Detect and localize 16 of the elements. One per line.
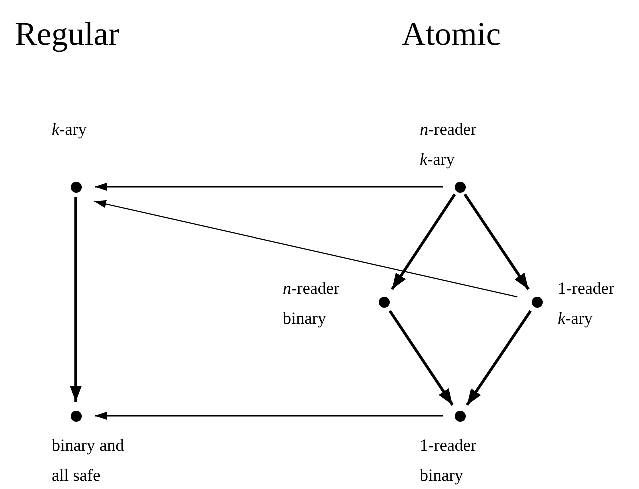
arrow (391, 194, 456, 290)
node-label: 1-reader k-ary (558, 278, 615, 330)
column-heading: Atomic (402, 16, 501, 55)
arrow (95, 183, 443, 191)
arrow (95, 412, 443, 420)
arrow (70, 197, 82, 402)
node-label: n-reader k-ary (420, 119, 477, 171)
node-label: k-ary (52, 119, 87, 141)
arrow (94, 200, 518, 298)
arrow (466, 310, 532, 406)
node-label: n-reader binary (283, 278, 340, 330)
column-heading: Regular (15, 16, 120, 55)
node-label: 1-reader binary (420, 435, 477, 487)
node-label: binary and all safe (52, 435, 126, 487)
arrow (388, 310, 454, 406)
arrow (464, 194, 530, 290)
